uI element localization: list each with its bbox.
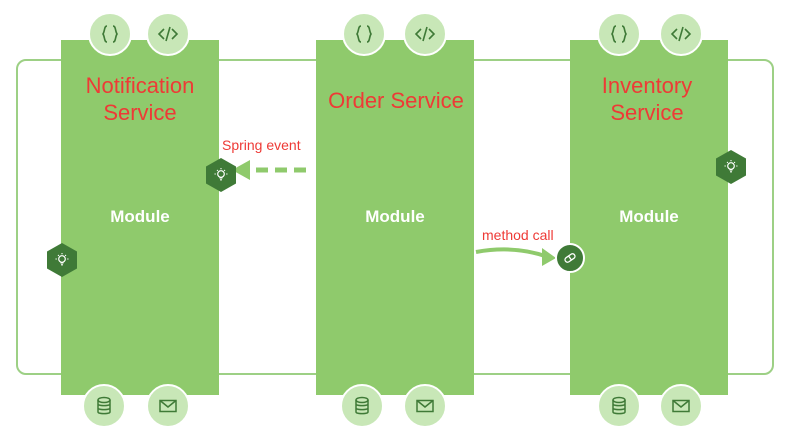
notification-module [61, 40, 219, 395]
inventory-module [570, 40, 728, 395]
method-call-label: method call [482, 227, 554, 243]
curly-braces-icon [342, 12, 386, 56]
order-module [316, 40, 474, 395]
spring-event-label: Spring event [222, 137, 301, 153]
code-tag-icon [403, 12, 447, 56]
curly-braces-icon [597, 12, 641, 56]
method-call-arrow-line [475, 247, 549, 259]
database-icon [340, 384, 384, 428]
curly-braces-icon [88, 12, 132, 56]
database-icon [597, 384, 641, 428]
lightbulb-icon [716, 150, 746, 184]
code-tag-icon [659, 12, 703, 56]
notification-module-label: Module [110, 207, 170, 226]
method-call-arrowhead [542, 248, 556, 266]
spring-event-arrowhead [232, 160, 250, 180]
pill-icon [555, 243, 585, 273]
mail-icon [146, 384, 190, 428]
mail-icon [403, 384, 447, 428]
inventory-module-title: Inventory Service [601, 73, 693, 125]
order-module-label: Module [365, 207, 425, 226]
mail-icon [659, 384, 703, 428]
lightbulb-icon [206, 158, 236, 192]
inventory-module-label: Module [619, 207, 679, 226]
database-icon [82, 384, 126, 428]
notification-module-title: Notification Service [85, 73, 195, 125]
code-tag-icon [146, 12, 190, 56]
order-module-title: Order Service [328, 88, 464, 113]
